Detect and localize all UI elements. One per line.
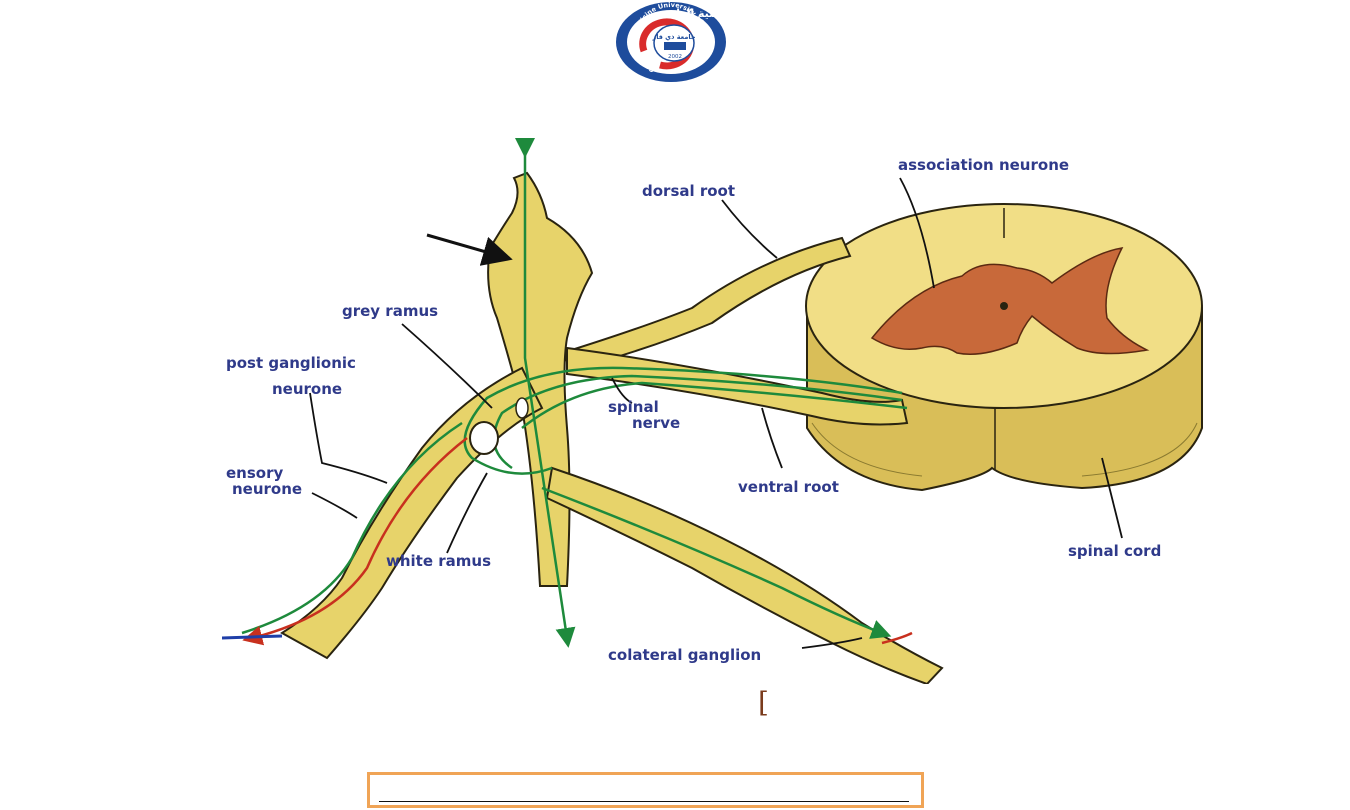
answer-box	[367, 772, 924, 808]
label-ventral-root: ventral root	[738, 478, 839, 496]
label-spinal-nerve-1: spinal	[608, 398, 659, 416]
label-post-ganglionic-2: neurone	[272, 380, 342, 398]
spinal-cord-illustration	[805, 203, 1203, 492]
label-collateral-ganglion: colateral ganglion	[608, 646, 761, 664]
logo-arabic-sub: جامعة ذي قار	[651, 33, 695, 41]
ganglion-pointer-arrow	[426, 233, 513, 266]
label-spinal-cord: spinal cord	[1068, 542, 1161, 560]
leader-lines	[309, 177, 1123, 649]
label-association-neurone: association neurone	[898, 156, 1069, 174]
label-dorsal-root: dorsal root	[642, 182, 735, 200]
logo-year: 2002	[668, 54, 682, 60]
sympathetic-pathway-diagram: association neurone dorsal root grey ram…	[222, 138, 1216, 684]
label-grey-ramus: grey ramus	[342, 302, 438, 320]
label-white-ramus: white ramus	[386, 552, 491, 570]
nerve-fibres	[222, 138, 913, 648]
label-spinal-nerve-2: nerve	[632, 414, 680, 432]
answer-underline	[379, 801, 909, 802]
logo-arabic-title: كلية الطب	[664, 7, 721, 20]
bracket-mark: [	[758, 686, 769, 719]
college-logo: College of Medicine University of Thi-Qa…	[614, 1, 728, 83]
label-sensory-2: neurone	[232, 480, 302, 498]
label-sensory-1: ensory	[226, 464, 283, 482]
diagram-labels: association neurone dorsal root grey ram…	[226, 156, 1161, 664]
label-post-ganglionic-1: post ganglionic	[226, 354, 356, 372]
